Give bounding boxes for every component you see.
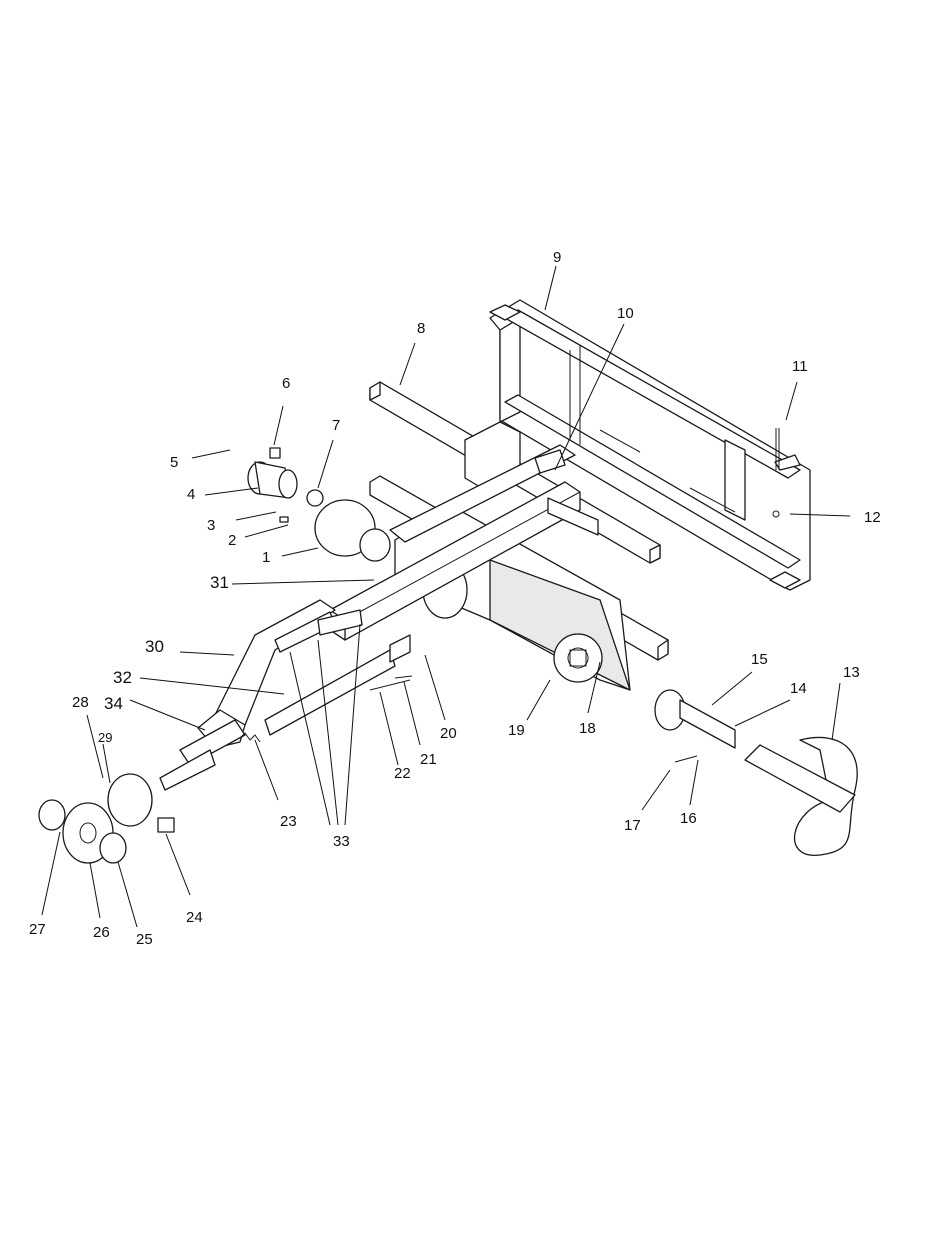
callout-7: 7	[332, 417, 340, 434]
callout-33: 33	[333, 833, 350, 850]
auger-shaft	[655, 690, 735, 762]
callout-15: 15	[751, 651, 768, 668]
hub-assembly	[39, 774, 174, 863]
sprocket	[554, 634, 602, 682]
auger	[745, 737, 857, 855]
callout-12: 12	[864, 509, 881, 526]
callout-34: 34	[104, 694, 123, 713]
callout-4: 4	[187, 486, 195, 503]
callout-17: 17	[624, 817, 641, 834]
callout-20: 20	[440, 725, 457, 742]
callout-19: 19	[508, 722, 525, 739]
callout-27: 27	[29, 921, 46, 938]
boom-arm	[160, 600, 410, 790]
callout-8: 8	[417, 320, 425, 337]
callout-6: 6	[282, 375, 290, 392]
callout-26: 26	[93, 924, 110, 941]
callout-21: 21	[420, 751, 437, 768]
motor-assembly	[248, 448, 390, 561]
callout-29: 29	[98, 730, 112, 745]
callout-2: 2	[228, 532, 236, 549]
callout-23: 23	[280, 813, 297, 830]
callout-3: 3	[207, 517, 215, 534]
callout-16: 16	[680, 810, 697, 827]
callout-22: 22	[394, 765, 411, 782]
callout-9: 9	[553, 249, 561, 266]
callout-14: 14	[790, 680, 807, 697]
callout-11: 11	[792, 358, 808, 375]
callout-1: 1	[262, 549, 270, 566]
callout-18: 18	[579, 720, 596, 737]
callout-10: 10	[617, 305, 634, 322]
callout-31: 31	[210, 573, 229, 592]
callout-5: 5	[170, 454, 178, 471]
callout-30: 30	[145, 637, 164, 656]
callout-32: 32	[113, 668, 132, 687]
callout-28: 28	[72, 694, 89, 711]
callout-24: 24	[186, 909, 203, 926]
callout-13: 13	[843, 664, 860, 681]
callout-25: 25	[136, 931, 153, 948]
